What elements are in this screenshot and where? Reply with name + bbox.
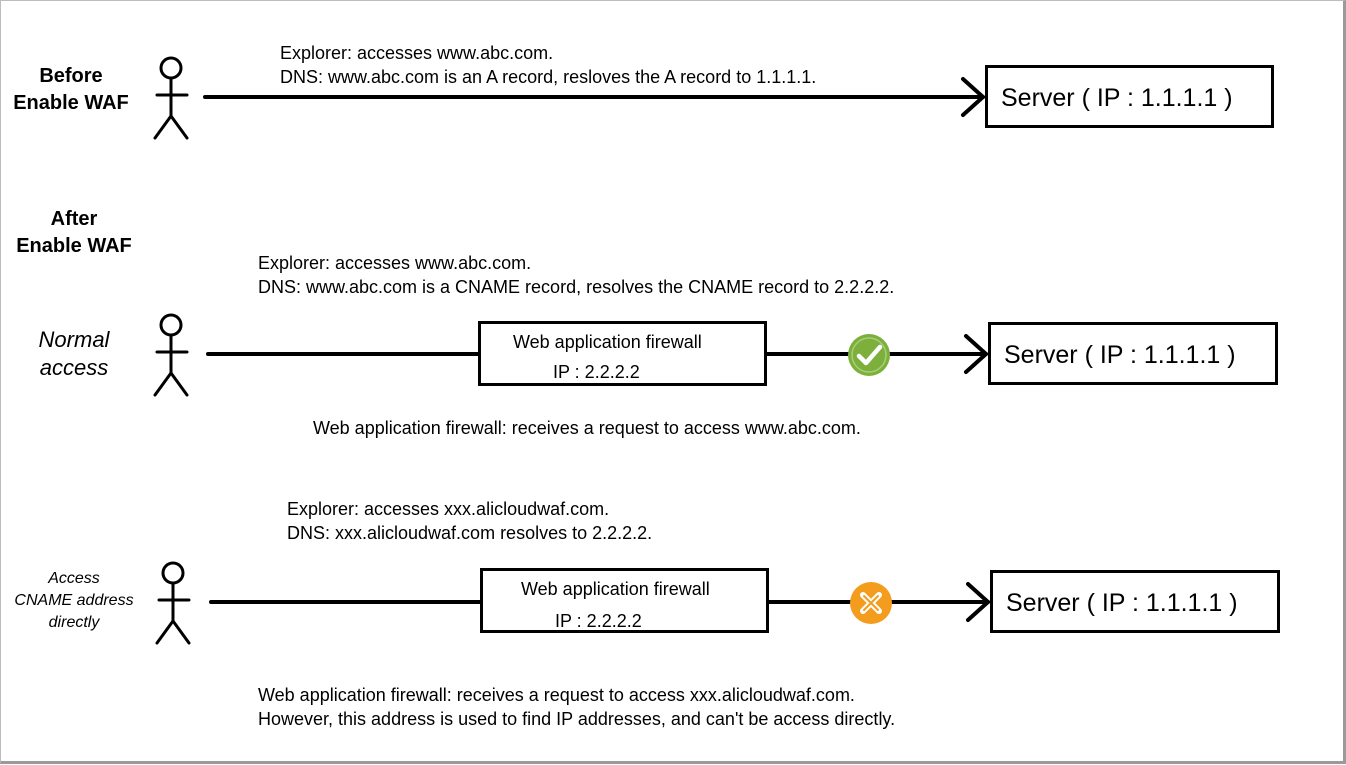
after-heading: After Enable WAF xyxy=(1,206,147,260)
before-note: Explorer: accesses www.abc.com. DNS: www… xyxy=(280,41,816,89)
before-note-line1: Explorer: accesses www.abc.com. xyxy=(280,43,554,63)
normal-label-line1: Normal xyxy=(38,327,110,352)
user-icon-normal xyxy=(153,313,189,397)
after-heading-line2: Enable WAF xyxy=(16,235,132,257)
normal-access-label: Normal access xyxy=(1,326,147,382)
waf-ip-direct: IP : 2.2.2.2 xyxy=(555,611,642,631)
before-arrow-head xyxy=(961,77,985,117)
direct-note-line2: DNS: xxx.alicloudwaf.com resolves to 2.2… xyxy=(287,523,653,543)
server-label-normal: Server ( IP : 1.1.1.1 ) xyxy=(1004,341,1236,369)
server-box-before: Server ( IP : 1.1.1.1 ) xyxy=(985,65,1274,128)
cross-icon xyxy=(850,582,892,624)
server-box-normal: Server ( IP : 1.1.1.1 ) xyxy=(988,322,1278,385)
normal-note-line1: Explorer: accesses www.abc.com. xyxy=(258,253,532,273)
direct-note-line1: Explorer: accesses xxx.alicloudwaf.com. xyxy=(287,499,610,519)
check-icon-circle xyxy=(848,334,890,376)
waf-title-normal: Web application firewall xyxy=(513,332,702,352)
before-heading-line1: Before xyxy=(39,65,103,87)
user-icon-before xyxy=(153,56,189,140)
direct-label-line3: directly xyxy=(48,614,100,631)
normal-label-line2: access xyxy=(39,355,109,380)
direct-label-line1: Access xyxy=(48,570,100,587)
waf-ip-normal: IP : 2.2.2.2 xyxy=(553,362,640,382)
direct-waf-note: Web application firewall: receives a req… xyxy=(258,683,895,731)
server-label-before: Server ( IP : 1.1.1.1 ) xyxy=(1001,84,1233,112)
direct-arrow-head xyxy=(966,582,990,622)
normal-note: Explorer: accesses www.abc.com. DNS: www… xyxy=(258,251,894,299)
waf-box-normal: Web application firewall IP : 2.2.2.2 xyxy=(478,321,767,386)
direct-label-line2: CNAME address xyxy=(14,592,134,609)
before-note-line2: DNS: www.abc.com is an A record, reslove… xyxy=(280,67,817,87)
after-heading-line1: After xyxy=(50,208,98,230)
direct-waf-note-line1: Web application firewall: receives a req… xyxy=(258,685,855,705)
waf-box-direct: Web application firewall IP : 2.2.2.2 xyxy=(480,568,769,633)
waf-title-direct: Web application firewall xyxy=(521,579,710,599)
normal-waf-note: Web application firewall: receives a req… xyxy=(313,418,861,438)
direct-note: Explorer: accesses xxx.alicloudwaf.com. … xyxy=(287,497,652,545)
user-icon-direct xyxy=(155,561,191,645)
server-box-direct: Server ( IP : 1.1.1.1 ) xyxy=(990,570,1280,633)
normal-arrow-head xyxy=(964,334,988,374)
server-label-direct: Server ( IP : 1.1.1.1 ) xyxy=(1006,589,1238,617)
direct-access-label: Access CNAME address directly xyxy=(1,568,147,634)
check-icon xyxy=(848,334,890,376)
before-heading: Before Enable WAF xyxy=(1,63,141,117)
before-heading-line2: Enable WAF xyxy=(13,92,129,114)
direct-waf-note-line2: However, this address is used to find IP… xyxy=(258,709,896,729)
normal-note-line2: DNS: www.abc.com is a CNAME record, reso… xyxy=(258,277,895,297)
